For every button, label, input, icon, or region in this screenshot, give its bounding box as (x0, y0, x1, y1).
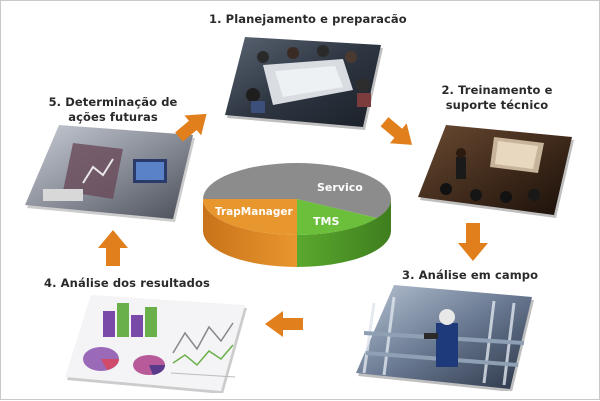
meeting-photo (225, 37, 383, 130)
field-photo (356, 285, 534, 391)
pie-label-servico: Servico (317, 181, 363, 194)
pie-side-trapmanager (203, 199, 297, 267)
solution-pie: Servico TrapManager TMS (203, 163, 392, 267)
training-photo (418, 125, 574, 218)
step-3-label: 3. Análise em campo (402, 268, 539, 282)
step-1-label: 1. Planejamento e preparacão (209, 12, 407, 26)
step-2-label-line2: suporte técnico (445, 98, 549, 112)
arrow-1-to-2 (380, 117, 413, 145)
arrow-3-to-4 (265, 311, 303, 337)
pie-slice-trapmanager (203, 199, 297, 235)
step-2-label-line1: 2. Treinamento e (441, 83, 553, 97)
step-4-label: 4. Análise dos resultados (44, 276, 210, 290)
step-5-label: 5. Determinação de ações futuras (43, 95, 183, 125)
step-2-label: 2. Treinamento e suporte técnico (437, 83, 557, 113)
pie-label-trapmanager: TrapManager (215, 206, 294, 218)
arrow-5-to-1 (175, 113, 207, 142)
arrow-2-to-3 (458, 223, 488, 261)
step-5-label-line1: 5. Determinação de (48, 95, 178, 109)
pie-slice-servico-front (297, 199, 392, 218)
results-charts-photo (65, 295, 247, 393)
pie-slice-tms (297, 199, 377, 236)
arrow-4-to-5 (98, 230, 128, 266)
step-5-label-line2: ações futuras (68, 110, 158, 124)
pie-label-tms: TMS (313, 215, 339, 228)
pie-side-tms (297, 199, 391, 267)
pie-slice-servico (203, 163, 391, 199)
future-actions-photo (25, 125, 195, 222)
